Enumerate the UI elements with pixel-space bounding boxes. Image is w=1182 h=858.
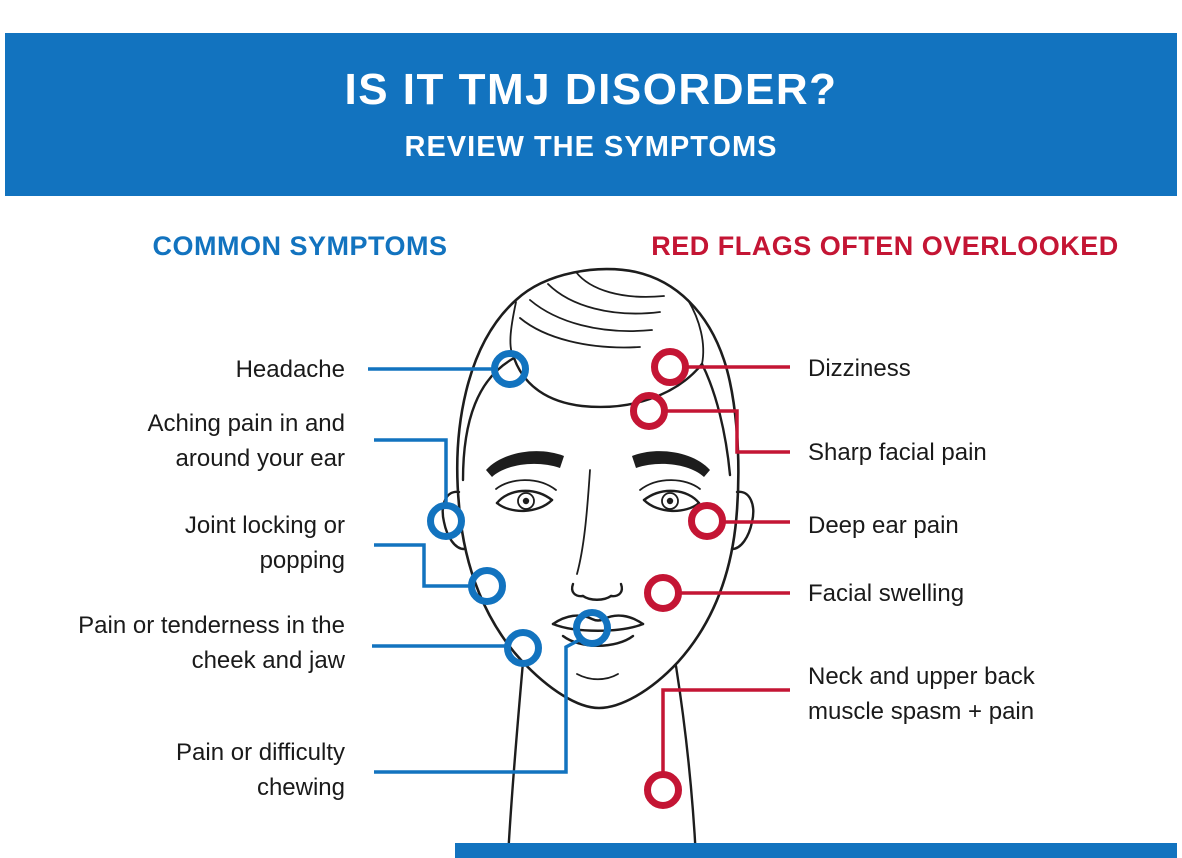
symptom-label-joint-locking: Joint locking or popping: [184, 512, 345, 574]
connector-sharp-facial-pain: [666, 409, 790, 454]
red-connector-lines: [661, 365, 790, 773]
marker-dizziness: [651, 348, 689, 386]
page-subtitle: REVIEW THE SYMPTOMS: [404, 131, 778, 163]
common-symptoms-heading: COMMON SYMPTOMS: [152, 231, 448, 261]
neck-left: [506, 660, 525, 858]
bottom-accent-bar: [455, 843, 1177, 858]
symptom-label-neck-spasm: Neck and upper back muscle spasm + pain: [808, 663, 1035, 725]
symptom-label-dizziness: Dizziness: [808, 355, 911, 382]
header-banner: IS IT TMJ DISORDER? REVIEW THE SYMPTOMS: [5, 33, 1177, 196]
symptom-label-headache: Headache: [235, 356, 345, 383]
marker-sharp-facial-pain: [630, 392, 668, 430]
marker-headache: [491, 350, 529, 388]
marker-joint-locking: [468, 567, 506, 605]
symptom-label-cheek-jaw: Pain or tenderness in the cheek and jaw: [78, 612, 345, 674]
connector-joint-locking: [374, 543, 469, 588]
connector-ear-pain: [374, 438, 448, 504]
marker-chewing: [573, 609, 611, 647]
symptom-label-sharp-facial-pain: Sharp facial pain: [808, 439, 987, 466]
symptom-label-facial-swelling: Facial swelling: [808, 580, 965, 607]
marker-ear-pain: [427, 502, 465, 540]
marker-cheek-jaw: [504, 629, 542, 667]
head-outline: [441, 267, 755, 858]
marker-deep-ear-pain: [688, 502, 726, 540]
symptom-label-ear-pain: Aching pain in and around your ear: [147, 410, 345, 472]
left-ear: [441, 490, 466, 551]
neck-right: [674, 664, 698, 858]
blue-connector-lines: [368, 367, 582, 774]
eyebrows: [486, 451, 710, 477]
connector-neck-spasm: [661, 688, 790, 773]
marker-neck-spasm: [644, 771, 682, 809]
nose: [570, 469, 624, 601]
page-title: IS IT TMJ DISORDER?: [344, 65, 838, 114]
eyes: [495, 479, 701, 513]
red-symptom-markers: [630, 348, 726, 809]
symptom-label-chewing: Pain or difficulty chewing: [176, 739, 345, 801]
hair: [461, 271, 732, 482]
connector-chewing: [374, 637, 582, 774]
symptom-label-deep-ear-pain: Deep ear pain: [808, 512, 959, 539]
red-flags-heading: RED FLAGS OFTEN OVERLOOKED: [651, 231, 1119, 261]
marker-facial-swelling: [644, 574, 682, 612]
blue-symptom-markers: [427, 350, 611, 667]
